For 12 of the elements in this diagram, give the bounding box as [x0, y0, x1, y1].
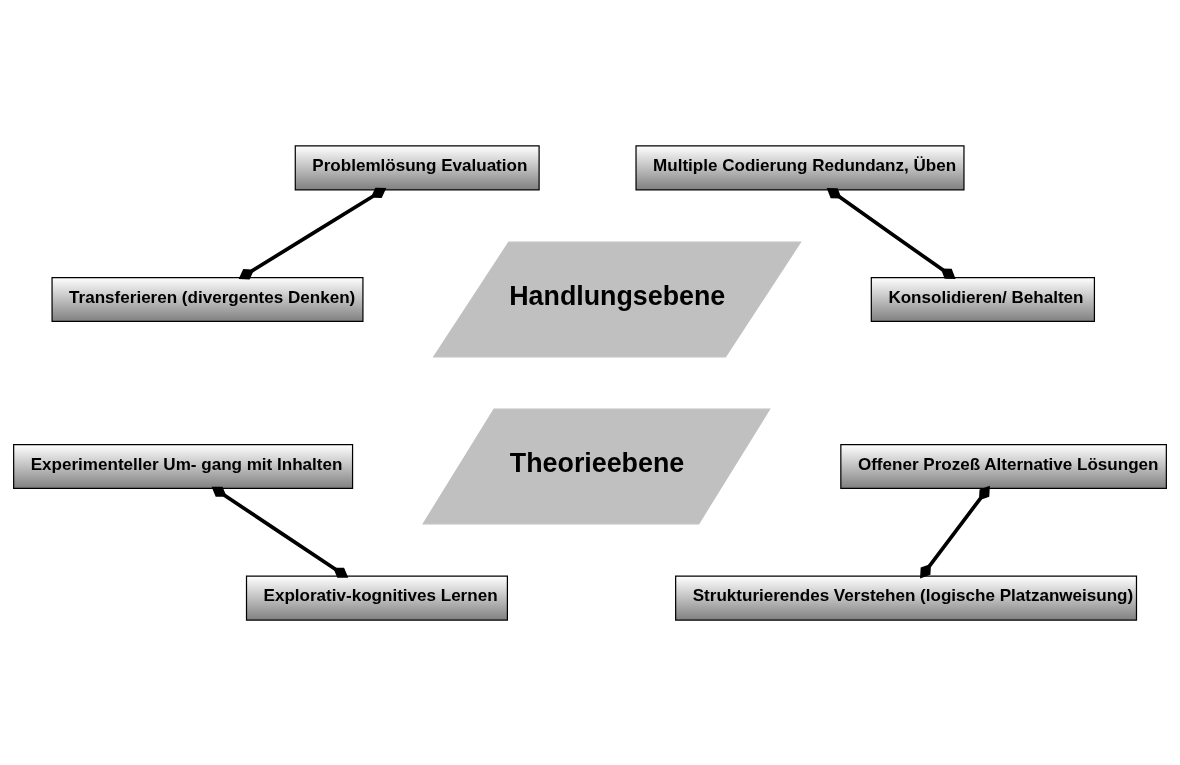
node-box: Transferieren (divergentes Denken)	[51, 276, 364, 322]
connector	[826, 187, 956, 279]
node-box: Strukturierendes Verstehen (logische Platzanweisung)	[675, 575, 1138, 621]
node-box: Multiple Codierung Redundanz, Üben	[635, 144, 965, 190]
node-box: Experimenteller Um- gang mit Inhalten	[13, 443, 354, 489]
node-box: Problemlösung Evaluation	[294, 144, 540, 190]
connector	[211, 486, 349, 578]
node-box: Offener Prozeß Alternative Lösungen	[840, 443, 1167, 489]
node-box: Explorativ-kognitives Lernen	[245, 575, 508, 621]
connector	[920, 485, 990, 578]
connector	[238, 187, 387, 279]
node-box: Konsolidieren/ Behalten	[870, 276, 1096, 322]
